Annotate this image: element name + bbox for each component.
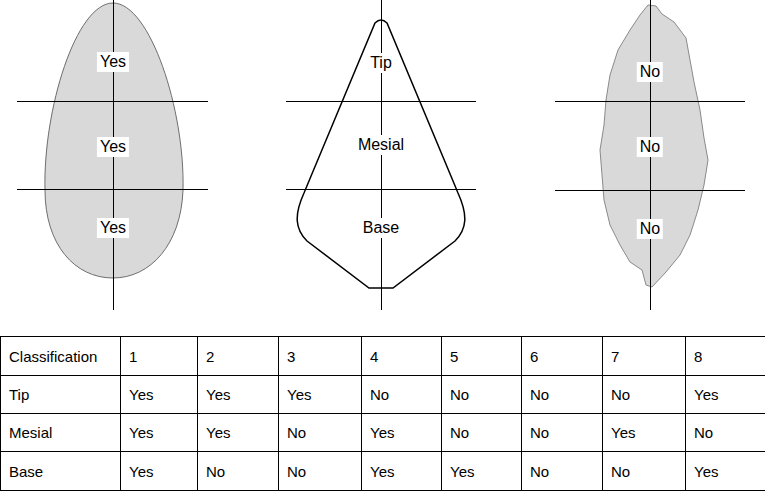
- table-cell: No: [521, 375, 603, 414]
- cell-text: Yes: [694, 463, 718, 480]
- table-cell: No: [278, 413, 362, 452]
- cell-text: Tip: [9, 386, 29, 403]
- cell-text: No: [611, 386, 630, 403]
- leaf-shape: [600, 5, 708, 287]
- cell-text: No: [694, 424, 713, 441]
- cell-text: Yes: [206, 386, 230, 403]
- section-name: Tip: [367, 53, 395, 73]
- cell-text: 2: [206, 348, 214, 365]
- table-cell: No: [361, 375, 442, 414]
- table-cell: No: [441, 375, 522, 414]
- cell-text: Yes: [694, 386, 718, 403]
- axis-line: [17, 189, 208, 190]
- table-cell: Yes: [197, 413, 279, 452]
- cell-text: 7: [611, 348, 619, 365]
- cell-text: Yes: [129, 386, 153, 403]
- cell-text: 4: [370, 348, 378, 365]
- cell-text: No: [370, 386, 389, 403]
- cell-text: No: [611, 463, 630, 480]
- table-cell: 3: [278, 336, 362, 376]
- table-cell: Classification: [0, 336, 121, 376]
- cell-text: Yes: [206, 424, 230, 441]
- table-cell: Yes: [441, 451, 522, 491]
- cell-text: No: [287, 424, 306, 441]
- table-cell: No: [602, 375, 686, 414]
- cell-text: Mesial: [9, 424, 52, 441]
- axis-line: [381, 0, 382, 310]
- table-cell: Yes: [197, 375, 279, 414]
- table-cell: Mesial: [0, 413, 121, 452]
- table-cell: Yes: [361, 413, 442, 452]
- axis-line: [555, 190, 745, 191]
- cell-text: Yes: [129, 463, 153, 480]
- table-cell: No: [521, 451, 603, 491]
- table-cell: 4: [361, 336, 442, 376]
- cell-text: Yes: [129, 424, 153, 441]
- no-label: No: [637, 219, 663, 239]
- table-cell: Tip: [0, 375, 121, 414]
- table-cell: No: [278, 451, 362, 491]
- table-cell: No: [197, 451, 279, 491]
- yes-label: Yes: [97, 52, 129, 72]
- cell-text: No: [530, 424, 549, 441]
- axis-line: [555, 101, 745, 102]
- table-cell: 2: [197, 336, 279, 376]
- irregular-leaf: NoNoNo: [590, 0, 720, 292]
- table-cell: Yes: [602, 413, 686, 452]
- cell-text: 8: [694, 348, 702, 365]
- section-lines: [0, 0, 765, 330]
- cell-text: Classification: [9, 348, 97, 365]
- cell-text: 1: [129, 348, 137, 365]
- cell-text: Base: [9, 463, 43, 480]
- table-cell: Yes: [120, 413, 198, 452]
- cell-text: No: [287, 463, 306, 480]
- leaf-shape: [45, 3, 183, 278]
- yes-label: Yes: [97, 218, 129, 238]
- table-cell: 5: [441, 336, 522, 376]
- table-cell: 1: [120, 336, 198, 376]
- cell-text: No: [530, 386, 549, 403]
- table-cell: No: [441, 413, 522, 452]
- axis-line: [286, 101, 476, 102]
- table-cell: 7: [602, 336, 686, 376]
- cell-text: Yes: [611, 424, 635, 441]
- cell-text: No: [450, 424, 469, 441]
- cell-text: 6: [530, 348, 538, 365]
- cell-text: No: [450, 386, 469, 403]
- table-cell: Yes: [120, 451, 198, 491]
- cell-text: 5: [450, 348, 458, 365]
- table-cell: Yes: [361, 451, 442, 491]
- table-cell: Yes: [278, 375, 362, 414]
- cell-text: Yes: [450, 463, 474, 480]
- table-cell: Base: [0, 451, 121, 491]
- section-name: Mesial: [355, 135, 407, 155]
- table-cell: No: [521, 413, 603, 452]
- yes-label: Yes: [97, 137, 129, 157]
- table-cell: No: [685, 413, 765, 452]
- table-cell: No: [602, 451, 686, 491]
- filled-leaf: YesYesYes: [40, 0, 190, 282]
- no-label: No: [637, 137, 663, 157]
- axis-line: [17, 101, 208, 102]
- no-label: No: [637, 62, 663, 82]
- table-cell: 8: [685, 336, 765, 376]
- cell-text: Yes: [370, 424, 394, 441]
- table-cell: 6: [521, 336, 603, 376]
- leaf-shape: [297, 20, 465, 288]
- axis-line: [286, 189, 476, 190]
- cell-text: 3: [287, 348, 295, 365]
- cell-text: No: [530, 463, 549, 480]
- table-cell: Yes: [685, 375, 765, 414]
- section-name: Base: [360, 218, 402, 238]
- cell-text: Yes: [287, 386, 311, 403]
- cell-text: Yes: [370, 463, 394, 480]
- table-cell: Yes: [685, 451, 765, 491]
- table-cell: Yes: [120, 375, 198, 414]
- cell-text: No: [206, 463, 225, 480]
